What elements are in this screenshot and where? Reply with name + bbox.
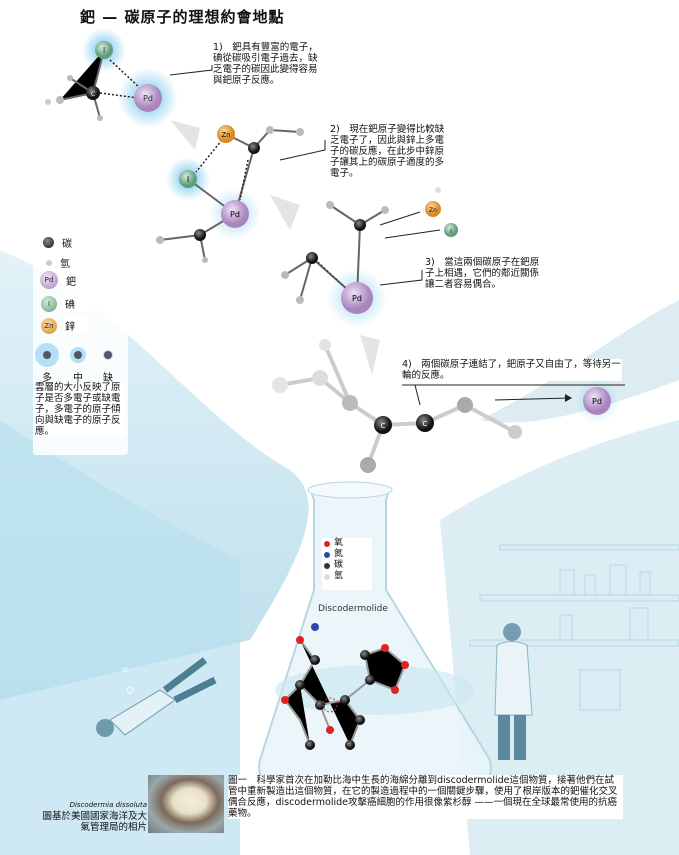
glow-label-few: 缺 <box>103 373 113 384</box>
nitrogen-dot-icon <box>324 551 330 558</box>
svg-text:Pd: Pd <box>230 210 240 219</box>
electron-cloud-scale-icon <box>35 343 113 367</box>
discodermolide-atoms <box>281 623 409 750</box>
legend-hydrogen: 氫 <box>46 254 84 271</box>
svg-text:Pd: Pd <box>352 294 362 303</box>
species-name: Discodermia dissoluta <box>69 801 147 809</box>
hydrogen-dot-icon <box>324 573 330 580</box>
scientist <box>494 623 533 760</box>
step-2-note: 2) 現在鈀原子變得比較缺乏電子了，因此與鋅上多電子的碳反應，在此步中鋅原子讓其… <box>330 124 452 179</box>
svg-text:I: I <box>450 228 452 235</box>
step-1-note: 1) 鈀具有豐富的電子，碘從碳吸引電子過去，缺乏電子的碳因此變得容易與鈀原子反應… <box>213 42 325 86</box>
figure-caption: 圖一 科學家首次在加勒比海中生長的海綿分離到discodermolide這個物質… <box>228 775 623 819</box>
diver <box>96 657 217 737</box>
glow-label-medium: 中 <box>73 373 83 384</box>
lab-shelves <box>469 544 679 711</box>
step1-molecule: I C Pd <box>45 28 213 128</box>
flask-legend: 氧 氮 碳 氫 <box>322 538 372 590</box>
svg-text:I: I <box>103 46 105 55</box>
flow-arrows <box>170 120 380 375</box>
svg-text:C: C <box>91 91 95 98</box>
step3-molecule: Pd ZnI <box>281 187 458 328</box>
molecule-name: Discodermolide <box>318 604 388 614</box>
step4-molecule: C C Pd <box>272 339 625 473</box>
carbon-atom-icon <box>43 237 54 248</box>
iodine-atom-icon: I <box>41 295 57 312</box>
carbon-dot-icon <box>324 562 330 569</box>
page-title: 鈀 — 碳原子的理想約會地點 <box>80 8 285 26</box>
svg-text:Zn: Zn <box>429 207 437 214</box>
svg-text:C: C <box>423 420 428 428</box>
svg-text:I: I <box>187 175 189 184</box>
glow-label-many: 多 <box>42 373 52 384</box>
sponge-photo <box>148 775 224 833</box>
step2-molecule: ZnI Pd <box>156 125 326 263</box>
hydrogen-atom-icon <box>46 259 52 266</box>
oxygen-dot-icon <box>324 540 330 547</box>
step-3-note: 3) 當這兩個碳原子在鈀原子上相遇，它們的鄰近關係讓二者容易偶合。 <box>425 257 543 290</box>
legend-description: 雲層的大小反映了原子是否多電子或缺電子，多電子的原子傾向與缺電子的原子反應。 <box>35 382 125 437</box>
svg-text:Pd: Pd <box>143 94 153 103</box>
zinc-atom-icon: Zn <box>41 317 57 334</box>
step-4-note: 4) 兩個碳原子連結了，鈀原子又自由了，等待另一輪的反應。 <box>402 359 622 381</box>
legend-carbon: 碳 <box>43 234 86 251</box>
palladium-atom-icon: Pd <box>40 271 58 289</box>
svg-text:C: C <box>381 422 386 430</box>
svg-text:Zn: Zn <box>221 131 230 139</box>
svg-text:Pd: Pd <box>592 397 602 406</box>
